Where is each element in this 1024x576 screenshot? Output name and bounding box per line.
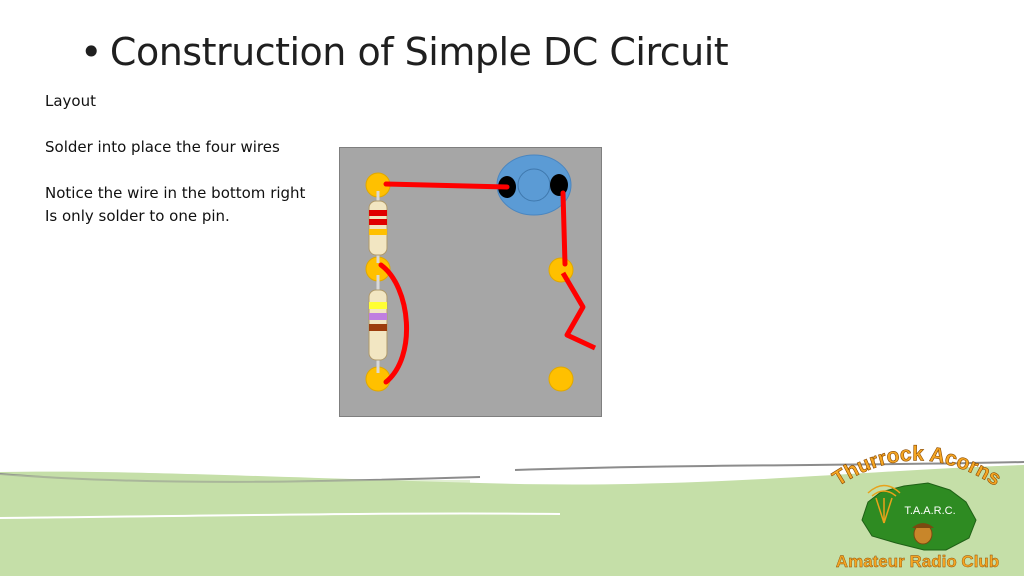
wires — [378, 181, 597, 385]
slide-body: Layout Solder into place the four wires … — [45, 90, 335, 228]
wire-left-curve — [378, 262, 410, 385]
resistor-upper — [368, 191, 388, 263]
wire-right-vertical — [560, 190, 568, 267]
body-line-notice: Notice the wire in the bottom right — [45, 184, 306, 202]
body-line-solder: Solder into place the four wires — [45, 138, 280, 156]
club-logo: Thurrock Acorns T.A.A.R.C. — [828, 442, 1005, 551]
logo-arc-text: Thurrock Acorns — [829, 442, 1005, 490]
body-line-layout: Layout — [45, 92, 96, 110]
circuit-layout-diagram — [339, 147, 602, 417]
antenna-icon — [867, 484, 901, 524]
solder-pad-middle-right — [548, 257, 574, 283]
decorative-bottom-band — [0, 461, 1024, 576]
acorn-icon — [912, 523, 934, 545]
resistor-lower — [368, 275, 388, 373]
territory-map-shape — [861, 482, 977, 551]
wire-bottom-right-loose — [560, 271, 597, 351]
title-text: Construction of Simple DC Circuit — [109, 30, 729, 74]
slide-title: •Construction of Simple DC Circuit — [80, 30, 729, 74]
title-bullet: • — [80, 30, 102, 74]
logo-inner-text: T.A.A.R.C. — [904, 505, 955, 517]
solder-pad-bottom-right — [548, 366, 574, 392]
body-line-one-pin: Is only solder to one pin. — [45, 207, 230, 225]
wire-top — [383, 181, 510, 190]
logo-bottom-text: Amateur Radio Club — [835, 552, 1000, 571]
